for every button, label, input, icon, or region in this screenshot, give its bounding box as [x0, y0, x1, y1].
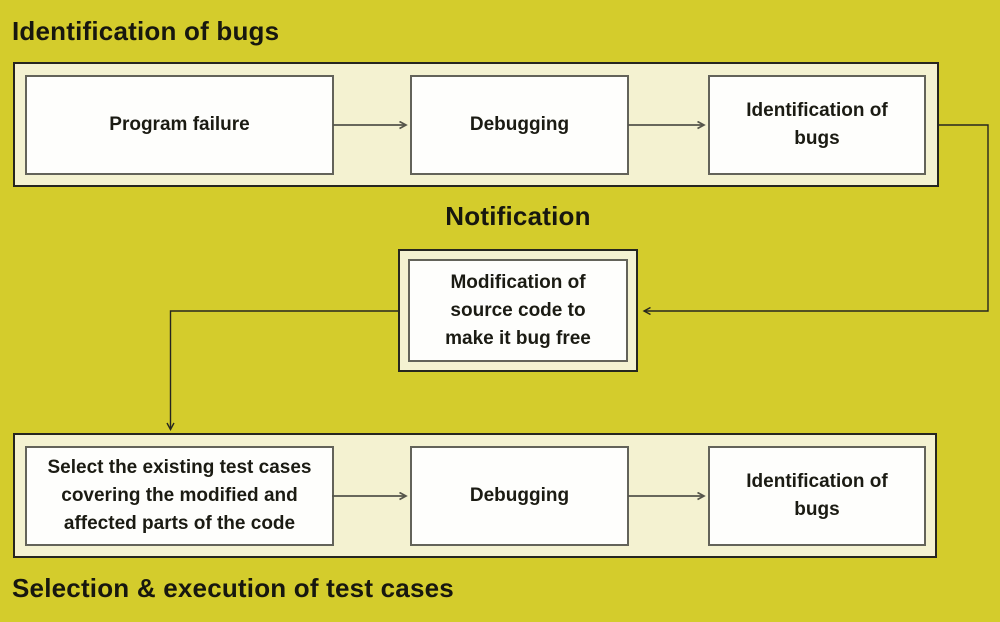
identification-phase-band: Program failure Debugging Identification… — [13, 62, 939, 187]
node-label: Program failure — [109, 114, 250, 135]
arrow-modification-to-selection-band — [171, 310, 398, 430]
heading-identification-of-bugs: Identification of bugs — [12, 16, 280, 46]
node-label: Modification of source code to make it b… — [445, 271, 591, 349]
node-label: Identification of bugs — [746, 100, 888, 149]
node-select-existing-test-cases: Select the existing test cases covering … — [25, 446, 334, 546]
node-modification-frame: Modification of source code to make it b… — [398, 249, 638, 372]
node-identification-of-bugs-top: Identification of bugs — [708, 75, 926, 175]
node-label: Identification of bugs — [746, 471, 888, 520]
node-program-failure: Program failure — [25, 75, 334, 175]
node-debugging-top: Debugging — [410, 75, 629, 175]
node-label: Select the existing test cases covering … — [47, 457, 312, 534]
node-label: Debugging — [469, 114, 570, 135]
node-label: Debugging — [469, 485, 570, 506]
node-debugging-bottom: Debugging — [410, 446, 629, 546]
heading-selection-execution-of-test-cases: Selection & execution of test cases — [12, 573, 454, 603]
node-identification-of-bugs-bottom: Identification of bugs — [708, 446, 926, 546]
node-modification-of-source-code: Modification of source code to make it b… — [408, 259, 628, 362]
selection-phase-band: Select the existing test cases covering … — [13, 433, 937, 558]
heading-notification: Notification — [445, 201, 591, 231]
